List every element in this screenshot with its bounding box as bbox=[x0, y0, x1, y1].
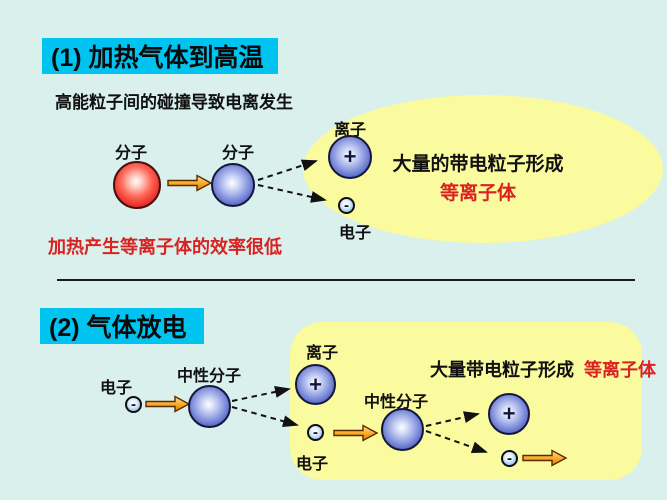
section2-result-text: 大量带电粒子形成 等离子体 bbox=[430, 356, 656, 382]
plasma-region-rect bbox=[290, 322, 642, 480]
minus-sign: - bbox=[131, 396, 136, 413]
neutral-molecule1-sphere bbox=[188, 385, 231, 428]
freed-electron-label: 电子 bbox=[295, 456, 329, 473]
freed-electron-circle: - bbox=[307, 424, 324, 441]
section2-result-red: 等离子体 bbox=[584, 360, 657, 380]
molecule-sphere-red bbox=[113, 161, 161, 209]
ion-sphere: + bbox=[328, 135, 372, 179]
section2-title: (2) 气体放电 bbox=[40, 308, 204, 344]
minus-sign: - bbox=[313, 424, 318, 441]
dashed-arrow-icon bbox=[231, 386, 291, 402]
plus-sign: + bbox=[309, 371, 322, 397]
plasma-result-text: 大量的带电粒子形成 等离子体 bbox=[373, 149, 583, 205]
molecule-red-label: 分子 bbox=[114, 145, 148, 162]
plasma-result-line1: 大量的带电粒子形成 bbox=[392, 154, 564, 175]
neutral-molecule1-label: 中性分子 bbox=[176, 368, 242, 385]
section1-subtitle: 高能粒子间的碰撞导致电离发生 bbox=[55, 93, 293, 112]
ion2-sphere: + bbox=[295, 364, 336, 405]
molecule-sphere-blue bbox=[211, 163, 255, 207]
electron-circle: - bbox=[338, 197, 355, 214]
impact-arrow-icon bbox=[145, 395, 191, 413]
section1-caption: 加热产生等离子体的效率很低 bbox=[48, 237, 282, 257]
section2-title-text: (2) 气体放电 bbox=[49, 314, 187, 342]
section2-result-black: 大量带电粒子形成 bbox=[430, 360, 574, 380]
plus-sign: + bbox=[343, 144, 357, 169]
minus-sign: - bbox=[507, 450, 512, 467]
molecule-blue-label: 分子 bbox=[221, 145, 255, 162]
section1-title-text: (1) 加热气体到高温 bbox=[51, 44, 264, 72]
electron3-circle: - bbox=[501, 450, 518, 467]
section-divider bbox=[57, 279, 635, 281]
minus-sign: - bbox=[344, 197, 349, 214]
incident-electron-label: 电子 bbox=[99, 380, 133, 397]
section1-title: (1) 加热气体到高温 bbox=[42, 38, 278, 74]
incident-electron-circle: - bbox=[125, 396, 142, 413]
impact-arrow-icon bbox=[167, 174, 213, 192]
neutral-molecule2-sphere bbox=[381, 408, 424, 451]
ion2-label: 离子 bbox=[305, 345, 339, 362]
neutral-molecule2-label: 中性分子 bbox=[363, 394, 429, 411]
ion3-sphere: + bbox=[488, 393, 530, 435]
plasma-result-line2: 等离子体 bbox=[439, 183, 516, 204]
plus-sign: + bbox=[502, 401, 516, 426]
dashed-arrow-icon bbox=[231, 406, 299, 428]
ion1-label: 离子 bbox=[333, 122, 367, 139]
electron1-label: 电子 bbox=[338, 225, 372, 242]
